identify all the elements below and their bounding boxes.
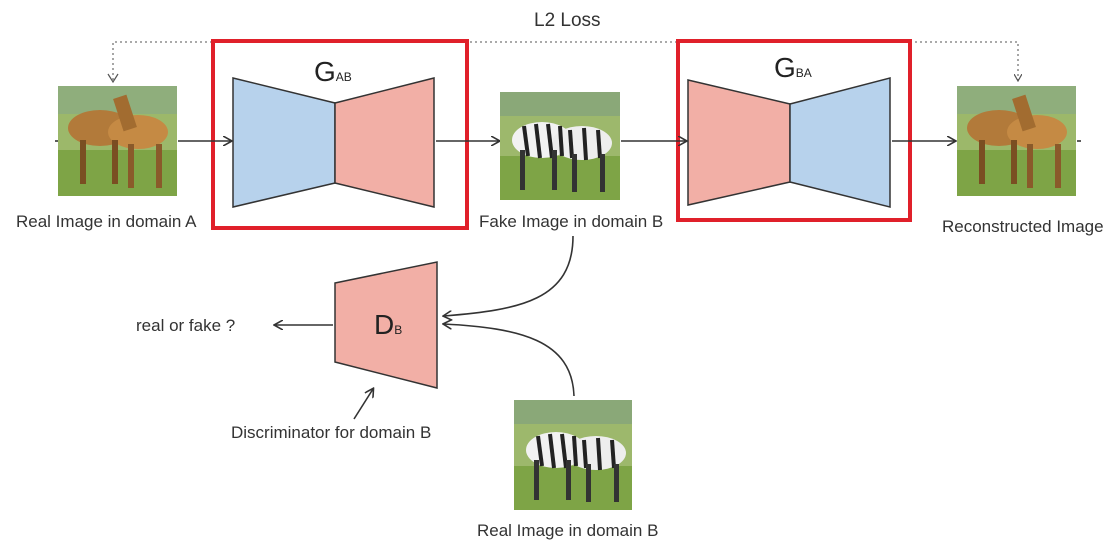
image-reconstructed bbox=[957, 86, 1076, 196]
l2-loss-arrowhead-left bbox=[107, 73, 119, 84]
discriminator-shape bbox=[334, 261, 438, 389]
generator-ab-highlight bbox=[211, 39, 469, 230]
generator-ba-decoder bbox=[789, 77, 891, 208]
generator-ab-decoder bbox=[334, 77, 435, 208]
discriminator-label: DB bbox=[374, 309, 402, 341]
generator-ba-label: GBA bbox=[774, 52, 812, 84]
generator-ba-encoder bbox=[687, 79, 791, 206]
output-label: real or fake ? bbox=[136, 316, 236, 335]
arrow-fake-to-discriminator bbox=[444, 235, 574, 316]
generator-ab-letter: G bbox=[314, 56, 336, 87]
generator-ab bbox=[211, 39, 469, 230]
generator-ab-subscript: AB bbox=[335, 70, 352, 84]
image-fake-b bbox=[500, 92, 620, 200]
l2-loss-connector bbox=[112, 41, 1018, 80]
caption-fake-b: Fake Image in domain B bbox=[479, 212, 664, 231]
generator-ba bbox=[676, 39, 912, 222]
image-real-a bbox=[58, 86, 177, 196]
generator-ba-highlight bbox=[676, 39, 912, 222]
generator-ba-letter: G bbox=[774, 52, 796, 83]
l2-loss-label: L2 Loss bbox=[534, 10, 601, 31]
caption-real-b: Real Image in domain B bbox=[477, 521, 659, 540]
discriminator-caption: Discriminator for domain B bbox=[231, 423, 432, 442]
caption-reconstructed: Reconstructed Image bbox=[942, 217, 1104, 236]
discriminator-letter: D bbox=[374, 309, 395, 340]
generator-ba-subscript: BA bbox=[795, 66, 812, 80]
arrow-discriminator-caption bbox=[353, 389, 373, 420]
generator-ab-label: GAB bbox=[314, 56, 352, 88]
discriminator-subscript: B bbox=[394, 323, 403, 337]
caption-real-a: Real Image in domain A bbox=[16, 212, 197, 231]
generator-ab-encoder bbox=[232, 77, 336, 208]
image-real-b bbox=[514, 400, 632, 510]
arrow-realb-to-discriminator bbox=[444, 324, 575, 397]
